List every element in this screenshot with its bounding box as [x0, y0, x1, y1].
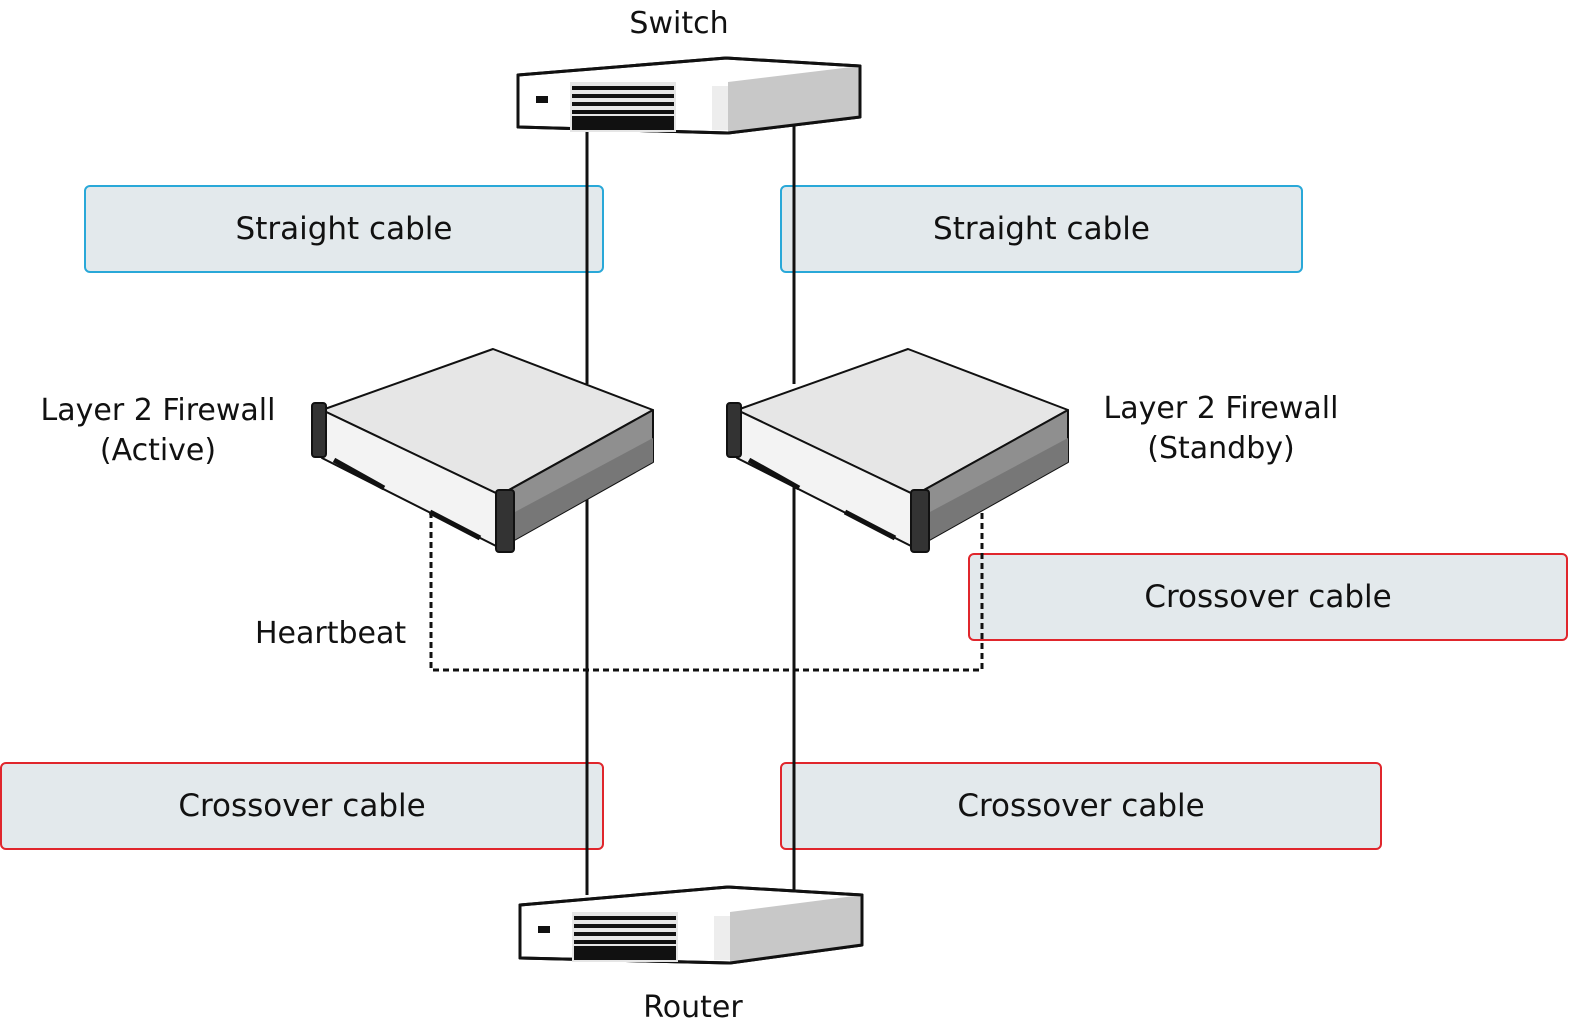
crossover-cable-label-right: Crossover cable: [780, 762, 1382, 850]
crossover-cable-label-heartbeat: Crossover cable: [968, 553, 1568, 641]
firewall-active-label: Layer 2 Firewall (Active): [18, 391, 298, 471]
crossover-cable-label-left: Crossover cable: [0, 762, 604, 850]
firewall-standby-title: Layer 2 Firewall: [1103, 391, 1339, 426]
straight-cable-label-right: Straight cable: [780, 185, 1303, 273]
straight-cable-label-left: Straight cable: [84, 185, 604, 273]
router-device: [518, 885, 864, 965]
straight-cable-text-left: Straight cable: [235, 211, 453, 247]
heartbeat-label: Heartbeat: [255, 616, 407, 651]
firewall-active-title: Layer 2 Firewall: [40, 393, 276, 428]
crossover-cable-text-heartbeat: Crossover cable: [1144, 579, 1392, 615]
heartbeat-cable: [429, 505, 984, 672]
straight-cable-text-right: Straight cable: [933, 211, 1150, 247]
firewall-active-role: (Active): [99, 433, 217, 468]
router-label: Router: [643, 990, 743, 1025]
crossover-cable-text-right: Crossover cable: [957, 788, 1205, 824]
firewall-standby-device: [726, 348, 1069, 553]
switch-label: Switch: [629, 6, 729, 41]
cable-lines: [585, 125, 796, 895]
firewall-active-device: [311, 348, 654, 553]
crossover-cable-text-left: Crossover cable: [178, 788, 426, 824]
switch-device: [516, 56, 862, 135]
firewall-standby-label: Layer 2 Firewall (Standby): [1081, 389, 1361, 469]
firewall-standby-role: (Standby): [1147, 431, 1295, 466]
